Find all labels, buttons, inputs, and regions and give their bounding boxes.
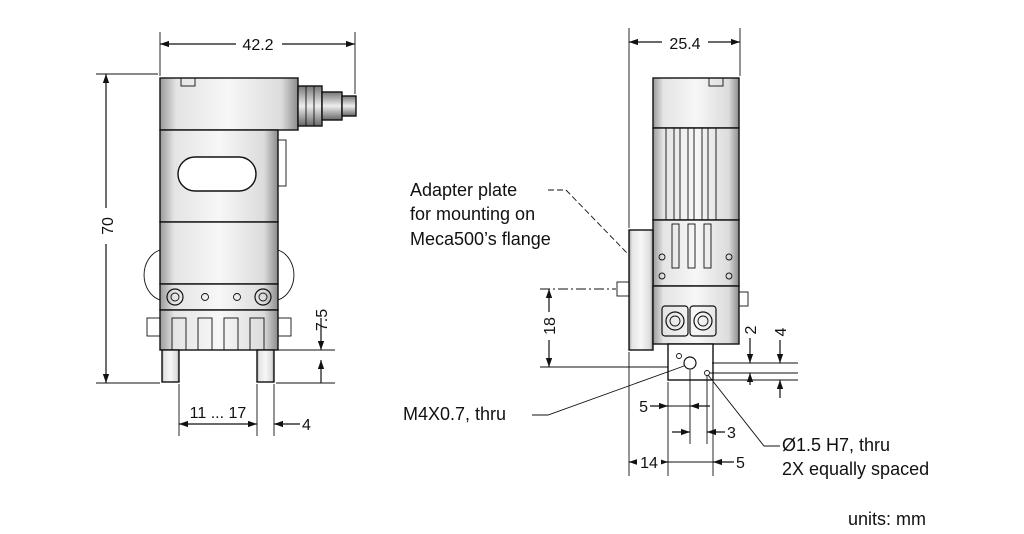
side-horizontal-dimensions: 5 3 14 5 — [628, 352, 745, 476]
dim-14: 14 — [640, 455, 658, 472]
dim-4-hole: 4 — [773, 327, 790, 336]
thread-callout-text: M4X0.7, thru — [403, 404, 506, 424]
dim-18: 18 — [542, 317, 559, 335]
thread-callout: M4X0.7, thru — [403, 365, 685, 424]
dim-2: 2 — [743, 325, 760, 334]
side-gripper-body — [616, 77, 749, 381]
units-note: units: mm — [848, 509, 926, 529]
adapter-callout-line-3: Meca500’s flange — [410, 229, 551, 249]
front-height-dimension: 70 — [96, 73, 160, 384]
dim-3: 3 — [727, 425, 736, 442]
adapter-callout-line-2: for mounting on — [410, 204, 535, 224]
dim-11-17: 11 ... 17 — [190, 405, 247, 422]
dim-5-left: 5 — [639, 399, 648, 416]
front-stroke-dimension: 11 ... 17 4 — [178, 384, 311, 436]
side-width-dimension: 25.4 — [628, 28, 741, 228]
pin-hole-callout: Ø1.5 H7, thru 2X equally spaced — [707, 374, 929, 479]
dim-42-2: 42.2 — [242, 37, 273, 54]
front-gripper-body — [143, 77, 357, 383]
side-adapter-offset-dimension: 18 — [538, 288, 668, 368]
adapter-callout-line-1: Adapter plate — [410, 180, 517, 200]
adapter-plate-callout: Adapter plate for mounting on Meca500’s … — [410, 180, 628, 254]
front-jaw-height-dimension: 7.5 — [276, 309, 335, 384]
pin-hole-callout-line-1: Ø1.5 H7, thru — [782, 435, 890, 455]
dim-4-finger: 4 — [302, 417, 311, 434]
side-hole-offset-dimensions: 2 4 — [710, 325, 798, 398]
dim-70: 70 — [100, 217, 117, 235]
dim-7-5: 7.5 — [314, 309, 331, 331]
pin-hole-callout-line-2: 2X equally spaced — [782, 459, 929, 479]
front-view: 42.2 70 7.5 11 ... 17 4 — [96, 32, 357, 436]
side-view: 25.4 18 2 4 — [538, 28, 798, 476]
dim-25-4: 25.4 — [669, 36, 700, 53]
front-width-dimension: 42.2 — [159, 32, 356, 94]
dim-5-right: 5 — [736, 455, 745, 472]
